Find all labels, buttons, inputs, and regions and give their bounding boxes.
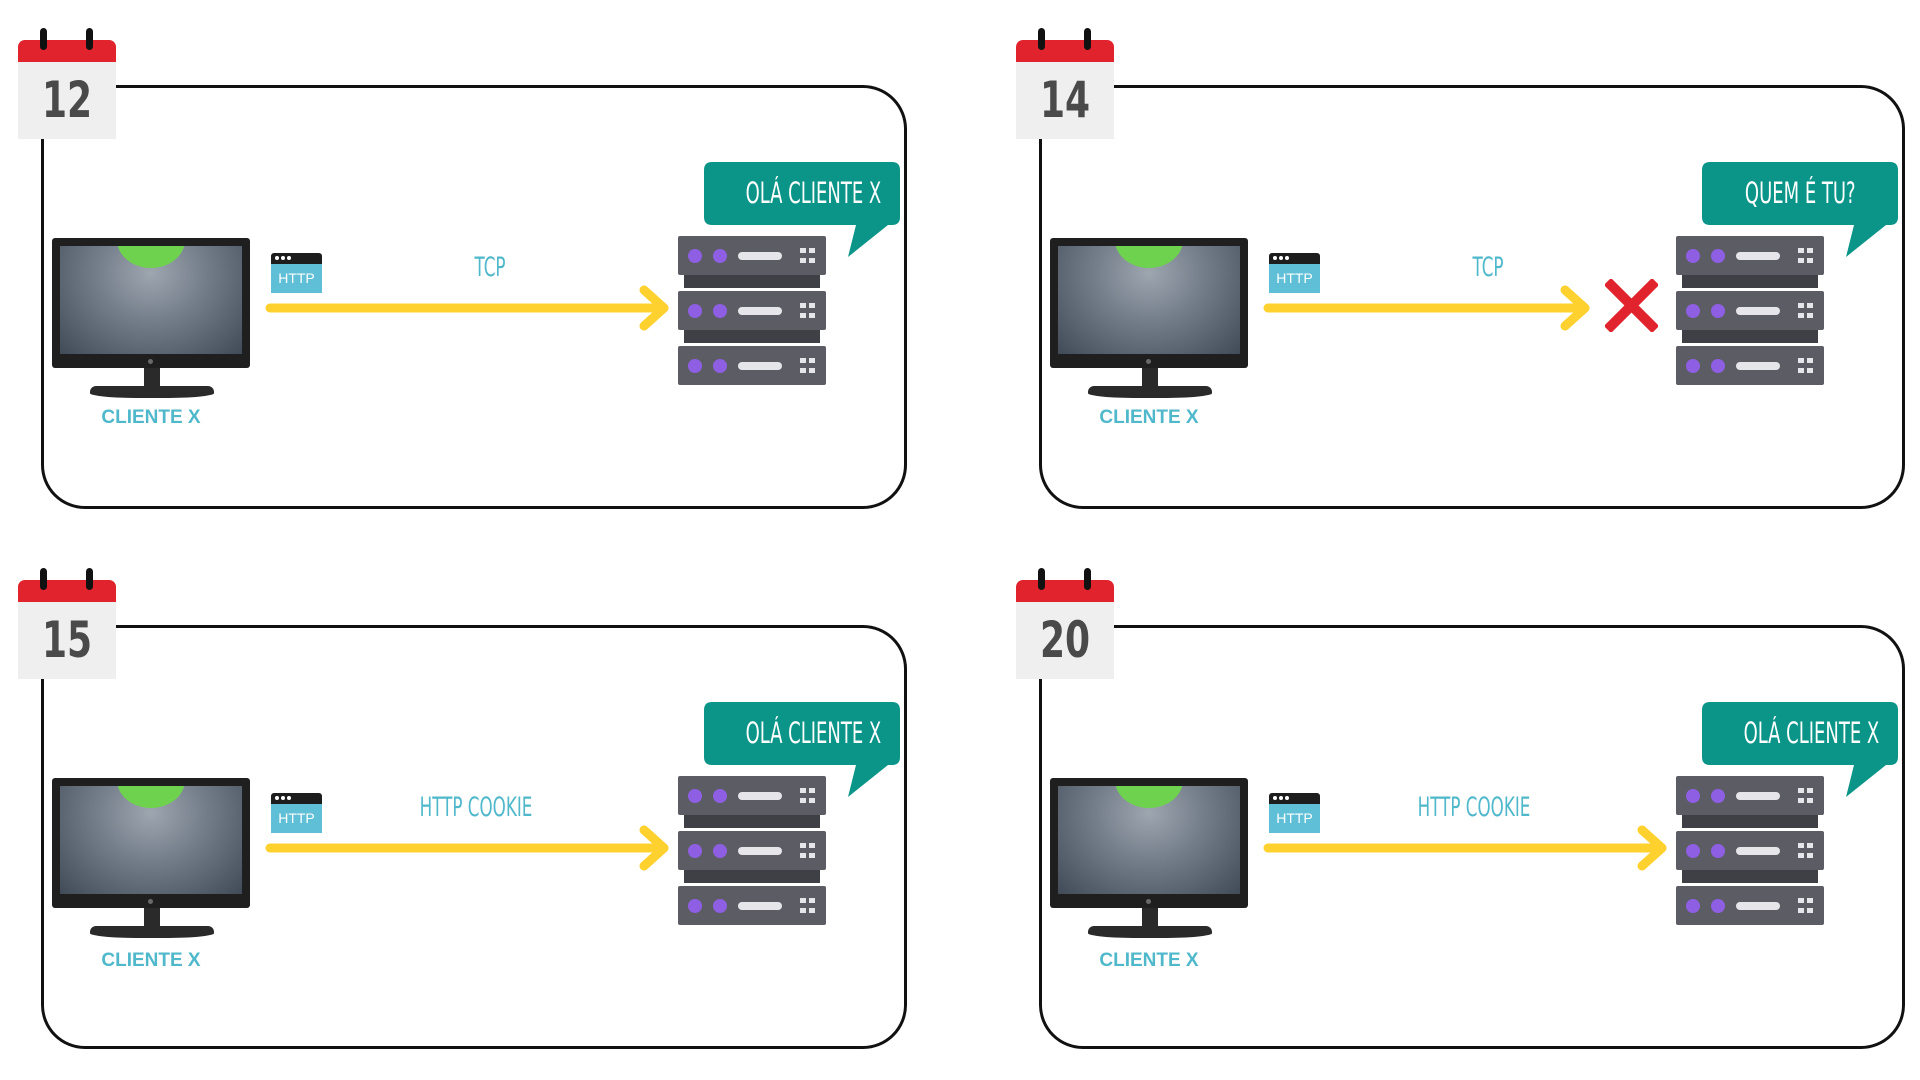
panel-frame <box>1039 85 1905 509</box>
client-label: CLIENTE X <box>1099 950 1199 971</box>
browser-window-icon: HTTP <box>271 793 322 833</box>
server-rack-icon <box>1676 776 1824 925</box>
browser-window-icon: HTTP <box>271 253 322 293</box>
calendar-day: 20 <box>1039 611 1091 669</box>
bubble-text: OLÁ CLIENTE X <box>1743 716 1880 750</box>
bubble-text: OLÁ CLIENTE X <box>745 176 882 210</box>
request-arrow <box>265 285 669 331</box>
panel-day-20: 20 CLIENTE X HTTP HTTP COOKIE <box>998 540 1920 1080</box>
calendar-day: 15 <box>41 611 93 669</box>
calendar-day: 14 <box>1039 71 1091 129</box>
calendar-icon: 20 <box>1016 564 1114 679</box>
server-rack-icon <box>678 236 826 385</box>
calendar-icon: 15 <box>18 564 116 679</box>
http-badge-label: HTTP <box>1269 804 1320 833</box>
panel-frame <box>41 85 907 509</box>
server-rack-icon <box>678 776 826 925</box>
calendar-icon: 12 <box>18 24 116 139</box>
speech-bubble: QUEM É TU? <box>1702 162 1898 262</box>
http-badge-label: HTTP <box>271 804 322 833</box>
cross-icon <box>1605 279 1658 332</box>
client-label: CLIENTE X <box>1099 407 1199 428</box>
calendar-icon: 14 <box>1016 24 1114 139</box>
speech-bubble: OLÁ CLIENTE X <box>704 702 900 802</box>
monitor-icon <box>1050 238 1248 406</box>
calendar-day: 12 <box>41 71 93 129</box>
http-badge-label: HTTP <box>1269 264 1320 293</box>
monitor-icon <box>52 238 250 406</box>
panel-day-15: 15 CLIENTE X HTTP HTTP COOKIE <box>0 540 960 1080</box>
client-label: CLIENTE X <box>101 407 201 428</box>
panel-day-12: 12 CLIENTE X HTTP TCP <box>0 0 960 540</box>
arrow-label: TCP <box>1472 252 1504 283</box>
arrow-label: HTTP COOKIE <box>1417 792 1531 823</box>
arrow-label: TCP <box>474 252 506 283</box>
request-arrow <box>265 825 669 871</box>
http-badge-label: HTTP <box>271 264 322 293</box>
panel-frame <box>1039 625 1905 1049</box>
browser-window-icon: HTTP <box>1269 253 1320 293</box>
request-arrow <box>1263 285 1590 331</box>
speech-bubble: OLÁ CLIENTE X <box>704 162 900 262</box>
panel-frame <box>41 625 907 1049</box>
browser-window-icon: HTTP <box>1269 793 1320 833</box>
server-rack-icon <box>1676 236 1824 385</box>
bubble-text: QUEM É TU? <box>1744 176 1856 210</box>
monitor-icon <box>52 778 250 946</box>
panel-day-14: 14 CLIENTE X HTTP TCP <box>998 0 1920 540</box>
arrow-label: HTTP COOKIE <box>419 792 533 823</box>
bubble-text: OLÁ CLIENTE X <box>745 716 882 750</box>
request-arrow <box>1263 825 1667 871</box>
client-label: CLIENTE X <box>101 950 201 971</box>
speech-bubble: OLÁ CLIENTE X <box>1702 702 1898 802</box>
monitor-icon <box>1050 778 1248 946</box>
